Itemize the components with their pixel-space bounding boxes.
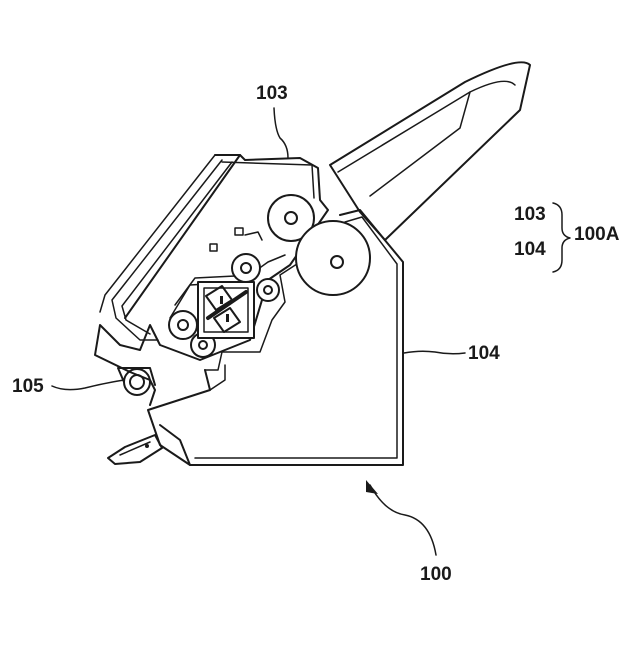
leader-100	[370, 485, 436, 555]
group-label-103: 103	[514, 205, 546, 224]
group-label-100a: 100A	[574, 225, 619, 244]
paper-tray	[330, 62, 530, 240]
head-module	[198, 282, 254, 338]
label-103: 103	[256, 84, 288, 103]
front-lip	[108, 435, 162, 464]
leader-105	[52, 380, 124, 390]
label-100: 100	[420, 565, 452, 584]
hinge-105	[118, 368, 155, 395]
leader-104	[404, 351, 465, 354]
roller-c	[169, 311, 197, 339]
leader-103	[274, 108, 288, 158]
arrow-head	[366, 480, 378, 494]
group-brace	[553, 203, 570, 272]
roller-b	[257, 279, 279, 301]
group-label-104: 104	[514, 240, 546, 259]
label-104: 104	[468, 344, 500, 363]
roller-a	[232, 254, 260, 282]
label-105: 105	[12, 377, 44, 396]
